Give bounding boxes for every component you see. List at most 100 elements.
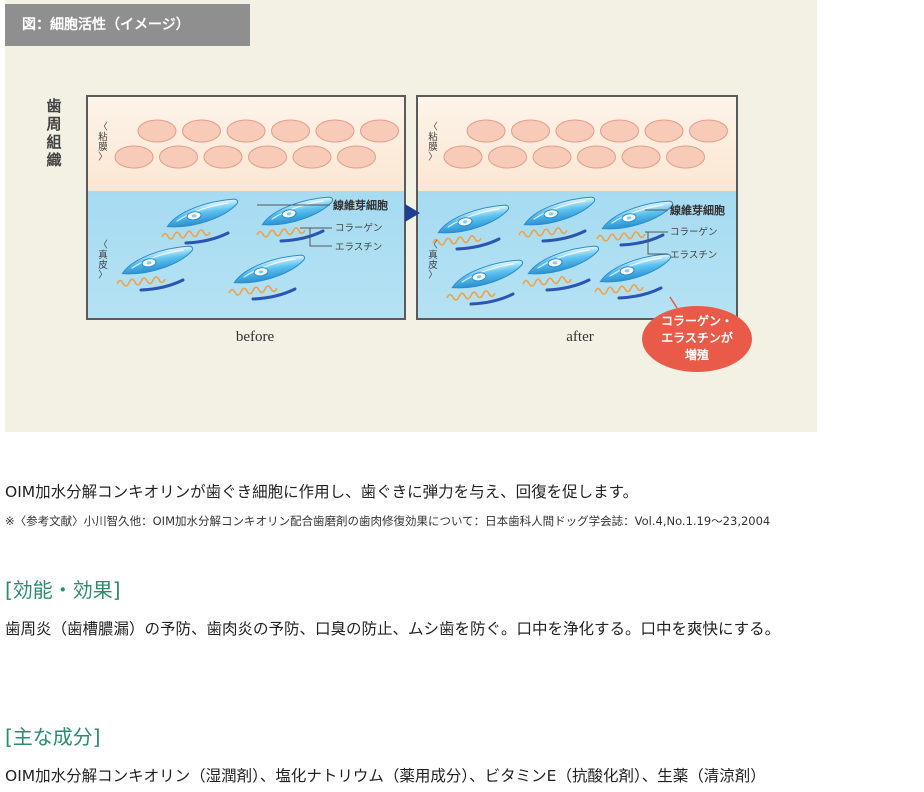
elastin-fiber	[541, 229, 587, 243]
fibroblast-unit	[596, 199, 676, 247]
description-text: OIM加水分解コンキオリンが歯ぐき細胞に作用し、歯ぐきに弾力を与え、回復を促しま…	[5, 483, 639, 501]
mucosa-cell	[511, 119, 550, 143]
svg-text:皮: 皮	[98, 259, 108, 271]
mucosa-cell	[532, 145, 572, 169]
before-fibroblast-label: 線維芽細胞	[333, 198, 388, 212]
svg-text:粘: 粘	[98, 131, 108, 143]
mucosa-cell	[689, 119, 728, 143]
effects-text: 歯周炎（歯槽膿漏）の予防、歯肉炎の予防、口臭の防止、ムシ歯を防ぐ。口中を浄化する…	[5, 620, 781, 638]
mucosa-cell	[137, 119, 177, 143]
mucosa-cell	[577, 145, 616, 169]
fibroblast-unit	[518, 195, 598, 243]
mucosa-cell	[666, 145, 705, 169]
svg-text:〉: 〉	[428, 270, 438, 281]
elastin-fiber	[619, 233, 665, 247]
before-elastin-label: エラスチン	[335, 242, 382, 253]
after-mucosa-layer	[417, 96, 737, 191]
mucosa-label-text: 〈粘膜〉	[98, 122, 108, 163]
fibroblast-unit	[116, 244, 196, 292]
elastin-fiber	[251, 287, 297, 301]
svg-text:織: 織	[46, 151, 61, 169]
svg-text:〈: 〈	[428, 122, 438, 133]
fibroblast-unit	[432, 203, 512, 251]
mucosa-cell	[226, 119, 266, 143]
mucosa-cell	[488, 145, 527, 169]
mucosa-cell	[621, 145, 661, 169]
before-mucosa-label: 〈粘膜〉	[98, 122, 108, 163]
mucosa-cell	[114, 145, 154, 169]
after-mucosa-label: 〈粘膜〉	[428, 122, 438, 163]
svg-text:〈: 〈	[98, 122, 108, 133]
collagen-fiber	[256, 227, 306, 238]
before-dermis-fibers	[116, 195, 336, 301]
before-collagen-label: コラーゲン	[335, 222, 383, 234]
collagen-fiber	[161, 229, 211, 240]
mucosa-cell	[315, 119, 355, 143]
mucosa-cell	[182, 119, 221, 143]
svg-text:歯: 歯	[46, 97, 61, 115]
proliferation-badge: コラーゲン・ エラスチンが 増殖	[642, 296, 752, 372]
dermis-label-text: 〈真皮〉	[98, 240, 108, 281]
collagen-fiber	[594, 284, 644, 295]
collagen-fiber	[228, 285, 278, 296]
ingredients-text: OIM加水分解コンキオリン（湿潤剤）、塩化ナトリウム（薬用成分）、ビタミンE（抗…	[5, 767, 766, 785]
fibroblast-unit	[256, 195, 336, 243]
before-mucosa-cells	[114, 119, 399, 169]
svg-text:〉: 〉	[98, 270, 108, 281]
mucosa-cell	[159, 145, 198, 169]
elastin-fiber	[455, 237, 501, 251]
fibroblast-unit	[594, 252, 674, 300]
mucosa-cell	[466, 119, 506, 143]
mucosa-cell	[443, 145, 483, 169]
collagen-fiber	[116, 276, 166, 287]
elastin-fiber	[279, 229, 325, 243]
mucosa-cell	[292, 145, 332, 169]
elastin-fiber	[617, 286, 663, 300]
elastin-fiber	[184, 231, 230, 245]
effects-heading: [効能・効果]	[5, 578, 121, 602]
collagen-fiber	[432, 235, 482, 246]
elastin-fiber	[469, 292, 515, 306]
svg-text:膜: 膜	[98, 142, 108, 153]
after-dermis-fibers	[432, 195, 676, 306]
collagen-fiber	[518, 227, 568, 238]
svg-text:〉: 〉	[98, 152, 108, 163]
after-fibroblast-label: 線維芽細胞	[670, 203, 725, 217]
mucosa-cell	[203, 145, 243, 169]
reference-text: ※〈参考文献〉小川智久他：OIM加水分解コンキオリン配合歯磨剤の歯肉修復効果につ…	[5, 514, 771, 528]
mucosa-cell	[555, 119, 595, 143]
svg-text:〈: 〈	[98, 240, 108, 251]
before-panel: 〈粘膜〉 〈真皮〉 before	[86, 95, 406, 345]
before-dermis-layer	[87, 191, 405, 319]
mucosa-cell	[360, 119, 399, 143]
collagen-fiber	[522, 276, 572, 287]
svg-text:膜: 膜	[428, 142, 438, 153]
elastin-fiber	[545, 278, 591, 292]
after-mucosa-cells	[443, 119, 728, 169]
before-legend: 線維芽細胞 コラーゲン エラスチン	[257, 198, 388, 253]
elastin-fiber	[139, 278, 185, 292]
collagen-fiber	[446, 290, 496, 301]
svg-text:〉: 〉	[428, 152, 438, 163]
fibroblast-unit	[161, 197, 241, 245]
after-legend: 線維芽細胞 コラーゲン エラスチン	[645, 203, 725, 261]
mucosa-cell	[600, 119, 639, 143]
svg-text:真: 真	[98, 249, 108, 261]
svg-text:真: 真	[428, 249, 438, 261]
after-elastin-label: エラスチン	[670, 250, 717, 261]
mucosa-cell	[644, 119, 684, 143]
svg-text:周: 周	[46, 115, 61, 133]
mucosa-cell	[248, 145, 287, 169]
fibroblast-unit	[522, 244, 602, 292]
collagen-fiber	[596, 231, 646, 242]
badge-line-2: エラスチンが	[661, 330, 733, 345]
svg-text:〈: 〈	[428, 240, 438, 251]
mucosa-cell	[271, 119, 310, 143]
mucosa-label-text: 〈粘膜〉	[428, 122, 438, 163]
fibroblast-unit	[228, 253, 308, 301]
fibroblast-unit	[446, 258, 526, 306]
mucosa-cell	[337, 145, 376, 169]
